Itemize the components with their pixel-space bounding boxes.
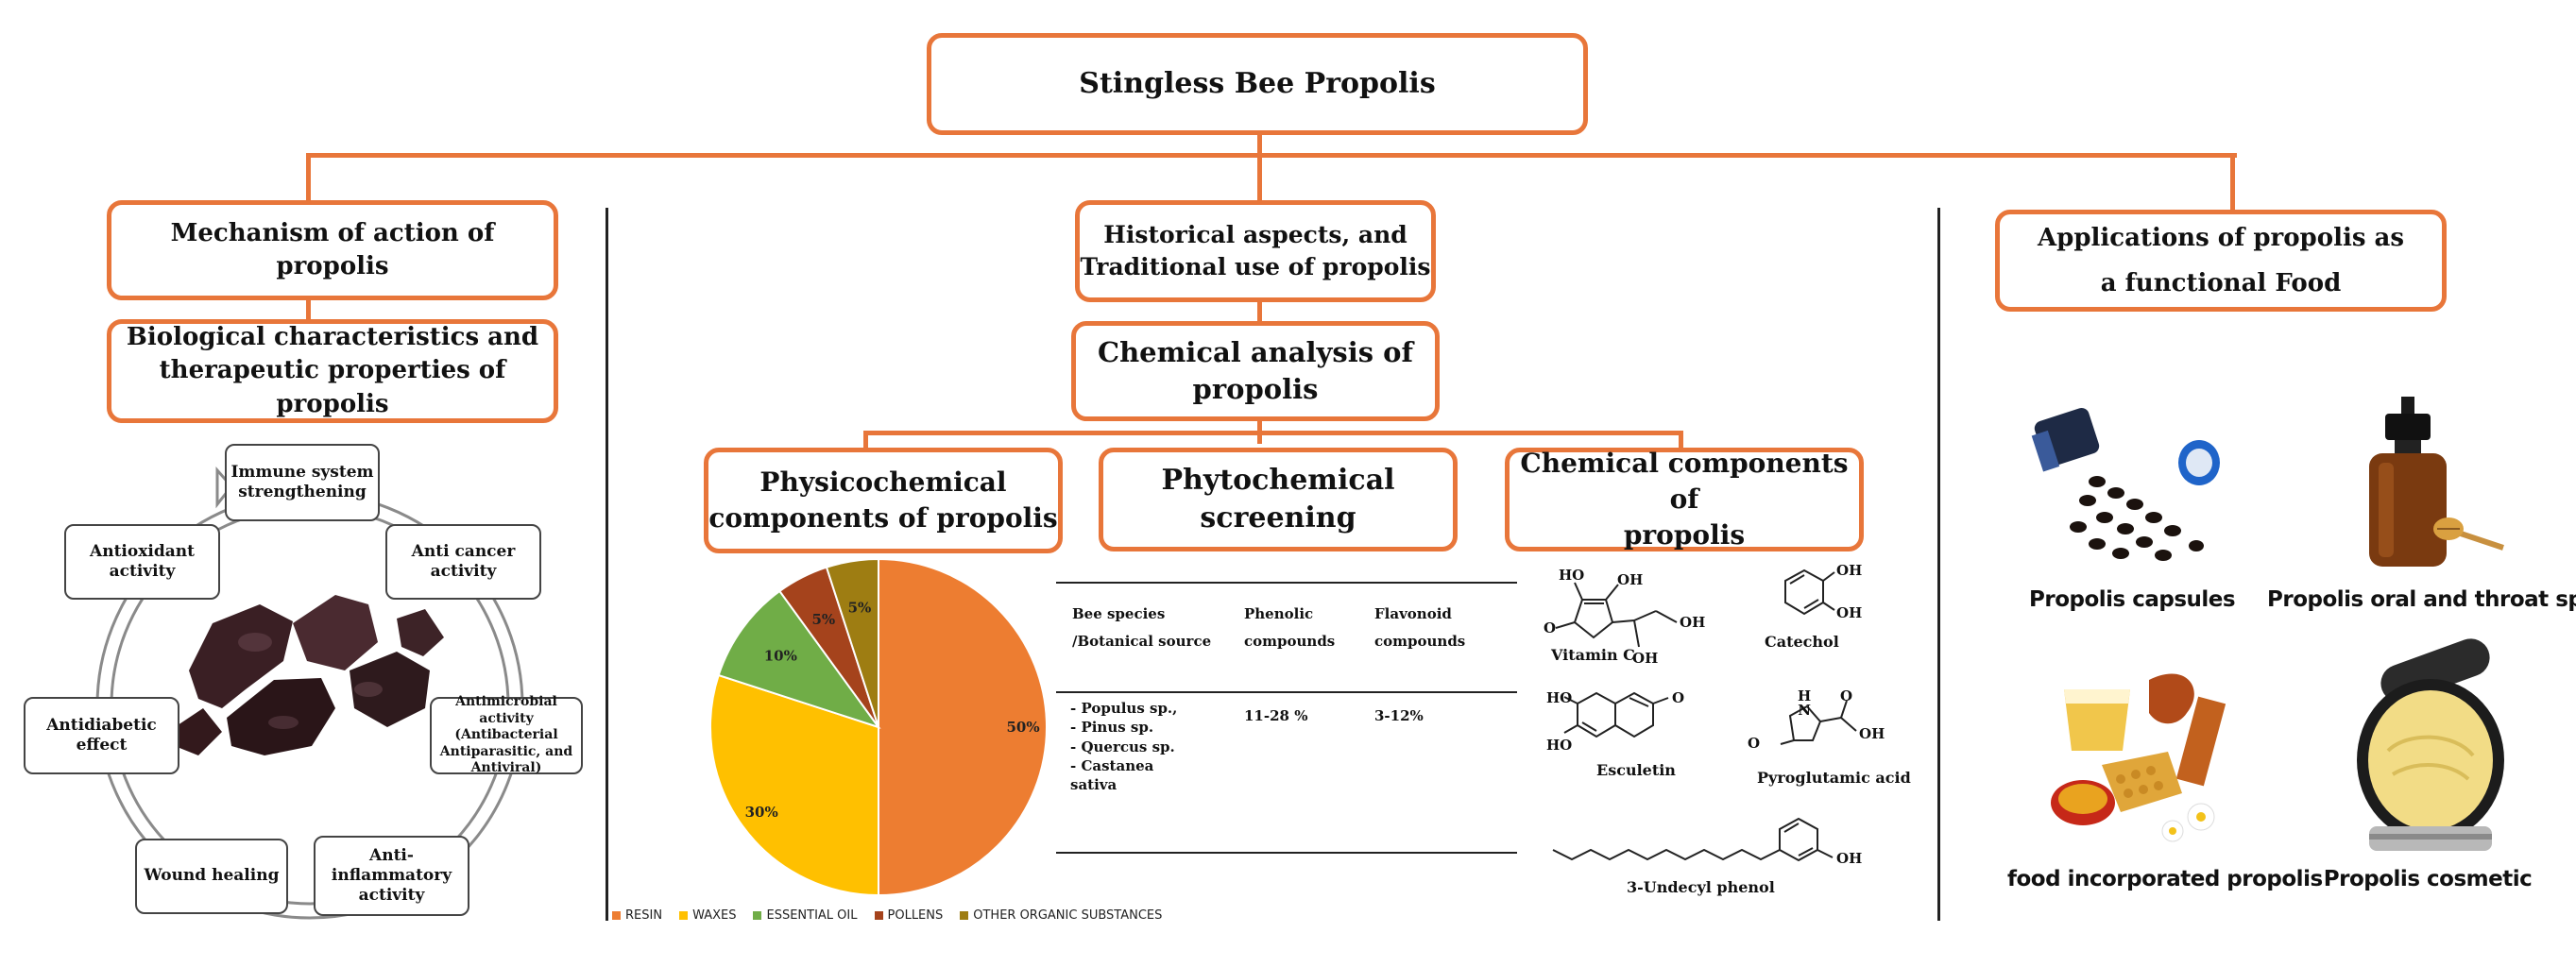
legend-swatch bbox=[960, 911, 969, 920]
legend-item: POLLENS bbox=[874, 908, 944, 923]
legend-item: OTHER ORGANIC SUBSTANCES bbox=[960, 908, 1162, 923]
legend-label: POLLENS bbox=[887, 908, 944, 923]
catechol-label: Catechol bbox=[1765, 633, 1839, 651]
propolis-cosmetic-image bbox=[2357, 638, 2504, 851]
table-rule-mid bbox=[1056, 691, 1517, 693]
table-header-flavonoid: Flavonoid compounds bbox=[1374, 605, 1466, 650]
legend-label: WAXES bbox=[692, 908, 737, 923]
food-propolis-image bbox=[2051, 673, 2226, 842]
undecyl-phenol-structure bbox=[1552, 817, 1834, 862]
connector bbox=[863, 431, 1683, 435]
connector bbox=[306, 153, 311, 202]
phytochemical-box: Phytochemical screening bbox=[1099, 448, 1458, 551]
biological-box: Biological characteristics and therapeut… bbox=[107, 319, 558, 423]
diagram-title: Stingless Bee Propolis bbox=[927, 33, 1588, 135]
cycle-antiinflammatory: Anti- inflammatory activity bbox=[314, 836, 469, 916]
table-cell-phenolic: 11-28 % bbox=[1244, 707, 1308, 724]
undecyl-label: 3-Undecyl phenol bbox=[1627, 878, 1775, 896]
propolis-spray-image bbox=[2369, 397, 2504, 567]
legend-label: OTHER ORGANIC SUBSTANCES bbox=[973, 908, 1163, 923]
esculetin-o: O bbox=[1672, 689, 1685, 706]
connector bbox=[1257, 134, 1262, 155]
esculetin-ho-1: HO bbox=[1546, 689, 1573, 706]
vitamin-c-structure bbox=[1555, 582, 1678, 648]
pyroglutamic-nh: H N bbox=[1798, 687, 1812, 719]
mechanism-box: Mechanism of action of propolis bbox=[107, 200, 558, 300]
legend-item: ESSENTIAL OIL bbox=[753, 908, 858, 923]
app-label-spray: Propolis oral and throat spray bbox=[2267, 587, 2576, 612]
catechol-oh-1: OH bbox=[1836, 562, 1863, 579]
table-rule-bottom bbox=[1056, 852, 1517, 854]
applications-box: Applications of propolis as a functional… bbox=[1995, 210, 2447, 312]
vitamin-c-oh-1: OH bbox=[1617, 571, 1644, 588]
pie-legend: RESIN WAXES ESSENTIAL OIL POLLENS OTHER ORGA… bbox=[612, 908, 1162, 923]
esculetin-structure bbox=[1563, 691, 1669, 738]
connector bbox=[306, 153, 2237, 158]
pie-data-label: 5% bbox=[848, 599, 872, 616]
cycle-antimicrobial: Antimicrobial activity (Antibacterial An… bbox=[430, 694, 583, 775]
app-label-food: food incorporated propolis bbox=[2007, 867, 2323, 891]
pyroglutamic-acid-structure bbox=[1780, 700, 1857, 745]
pyroglutamic-o-2: O bbox=[1840, 687, 1853, 704]
legend-swatch bbox=[753, 911, 762, 920]
pyroglutamic-oh: OH bbox=[1859, 725, 1885, 742]
pie-slice-resin bbox=[878, 557, 1048, 897]
vitamin-c-o: O bbox=[1544, 619, 1557, 636]
cycle-antidiabetic: Antidiabetic effect bbox=[24, 697, 179, 774]
table-cell-sources: - Populus sp., - Pinus sp. - Quercus sp.… bbox=[1070, 700, 1178, 793]
column-divider bbox=[1937, 208, 1940, 921]
pie-data-label: 30% bbox=[745, 804, 778, 821]
table-rule-top bbox=[1056, 582, 1517, 584]
table-header-phenolic: Phenolic compounds bbox=[1244, 605, 1336, 650]
pie-data-label: 50% bbox=[1007, 719, 1040, 736]
composition-pie-chart: 50% 30% 10% 5% 5% bbox=[709, 557, 1048, 897]
raw-propolis-image bbox=[175, 595, 444, 755]
cycle-anticancer: Anti cancer activity bbox=[385, 524, 541, 600]
cycle-immune: Immune system strengthening bbox=[225, 444, 380, 521]
catechol-structure bbox=[1784, 568, 1835, 616]
legend-swatch bbox=[679, 911, 689, 920]
connector bbox=[1257, 300, 1262, 323]
legend-item: RESIN bbox=[612, 908, 662, 923]
physicochemical-box: Physicochemical components of propolis bbox=[704, 448, 1063, 553]
app-label-capsules: Propolis capsules bbox=[2029, 587, 2236, 612]
pie-data-label: 10% bbox=[764, 648, 797, 665]
connector bbox=[863, 431, 868, 450]
connector bbox=[1679, 431, 1683, 450]
pyroglutamic-o-1: O bbox=[1748, 735, 1761, 752]
legend-swatch bbox=[874, 911, 883, 920]
pie-slice-other-organic-substances bbox=[825, 557, 879, 728]
cycle-wound-healing: Wound healing bbox=[135, 839, 288, 914]
legend-item: WAXES bbox=[679, 908, 736, 923]
legend-swatch bbox=[612, 911, 621, 920]
propolis-capsules-image bbox=[2031, 408, 2220, 561]
pie-data-label: 5% bbox=[811, 611, 835, 628]
vitamin-c-ho: HO bbox=[1559, 567, 1585, 584]
app-label-cosmetic: Propolis cosmetic bbox=[2323, 867, 2533, 891]
undecyl-oh: OH bbox=[1836, 850, 1863, 867]
catechol-oh-2: OH bbox=[1836, 604, 1863, 621]
vitamin-c-oh-3: OH bbox=[1632, 650, 1659, 667]
legend-label: ESSENTIAL OIL bbox=[766, 908, 858, 923]
cycle-antioxidant: Antioxidant activity bbox=[64, 524, 220, 600]
vitamin-c-label: Vitamin C bbox=[1551, 646, 1635, 664]
esculetin-ho-2: HO bbox=[1546, 737, 1573, 754]
esculetin-label: Esculetin bbox=[1596, 761, 1676, 779]
historical-box: Historical aspects, and Traditional use … bbox=[1075, 200, 1436, 302]
connector bbox=[306, 298, 311, 321]
column-divider bbox=[606, 208, 608, 921]
chemical-components-box: Chemical components of propolis bbox=[1505, 448, 1864, 551]
vitamin-c-oh-2: OH bbox=[1680, 614, 1706, 631]
pie-slice-waxes bbox=[709, 673, 879, 897]
connector bbox=[1257, 153, 1262, 202]
pyroglutamic-label: Pyroglutamic acid bbox=[1757, 769, 1911, 787]
table-cell-flavonoid: 3-12% bbox=[1374, 707, 1424, 724]
chemical-analysis-box: Chemical analysis of propolis bbox=[1071, 321, 1440, 421]
pie-slice-essential-oil bbox=[717, 589, 881, 729]
connector bbox=[2230, 153, 2235, 210]
table-header-source: Bee species /Botanical source bbox=[1072, 605, 1212, 650]
legend-label: RESIN bbox=[625, 908, 663, 923]
